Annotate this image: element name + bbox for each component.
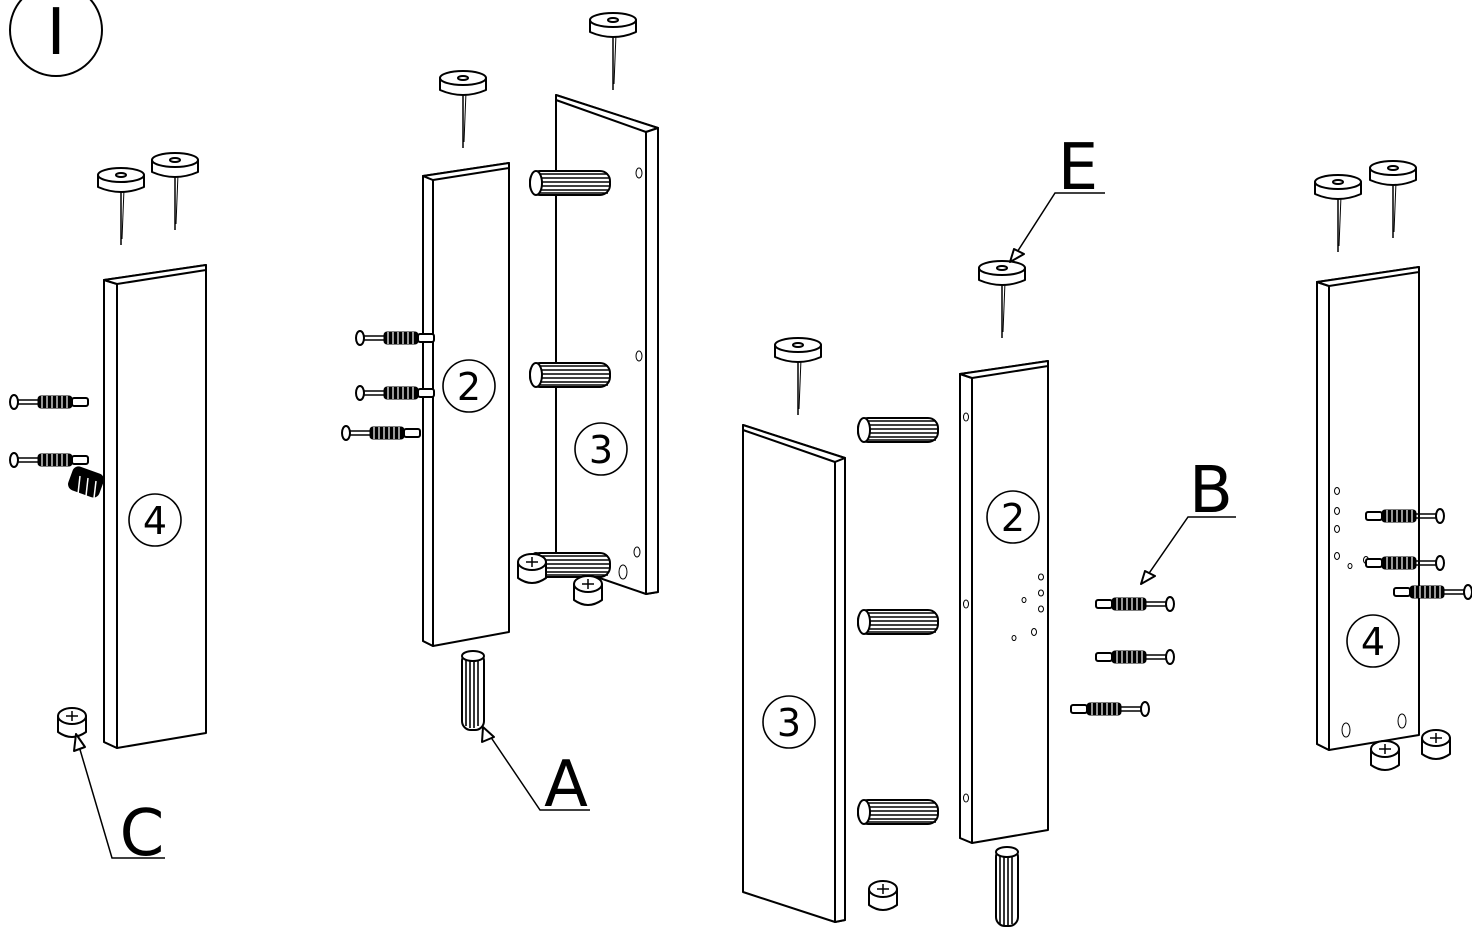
part-label-e: E [1058,131,1098,205]
cam-lock [1421,729,1451,760]
right-side-panel [1316,266,1420,751]
panel-number: 3 [589,428,613,472]
right-side-panel-group: 4 [1314,160,1472,771]
cam-bolt [341,425,421,441]
label-a: A [481,726,590,822]
step-circle [9,0,103,77]
part-label-c: C [120,797,165,871]
cam-bolt [355,330,435,346]
dowel [857,799,939,825]
cam-bolt [9,394,89,410]
rear-panel-right-group: E 2 [959,131,1236,927]
left-side-panel-group: 4 C [9,152,207,871]
cam-bolt [1365,508,1445,524]
front-panel-left [555,94,659,595]
cam-bolt [1365,555,1445,571]
cam-bolt [1070,701,1150,717]
cam-bolt [1095,596,1175,612]
dowel-vertical [461,650,485,731]
part-label-a: A [544,748,588,822]
panel-number: 4 [1361,620,1385,664]
panel-number-circle [574,422,628,476]
cam-lock [517,553,547,584]
step-marker: I [9,0,103,77]
felt-glide [97,167,145,246]
step-label: I [47,0,66,70]
panel-number-circle [128,493,182,547]
dowel [529,362,611,388]
felt-glide [774,337,822,416]
felt-glide [439,70,487,149]
part-label-b: B [1189,454,1233,528]
felt-glide [151,152,199,231]
cam-bolt [1393,584,1472,600]
cam-lock [57,707,87,738]
front-panel-right [742,424,846,923]
label-b: B [1140,454,1236,585]
rear-panel-left-group: 2 A [341,70,590,822]
panel-number: 2 [1001,496,1025,540]
felt-glide [978,260,1026,339]
cam-bolt [1095,649,1175,665]
dowel [529,170,611,196]
front-panel-left-group: 3 [517,12,659,606]
panel-number-circle [762,695,816,749]
dowel [857,417,939,443]
label-c: C [73,733,165,871]
panel-number: 4 [143,499,167,543]
felt-glide [589,12,637,91]
cam-bolt [355,385,435,401]
cam-bolt [9,452,89,468]
felt-glide [1314,174,1362,253]
bolt-with-dowel [68,466,104,499]
cam-lock [573,575,603,606]
panel-number-circle [1346,614,1400,668]
panel-number: 2 [457,365,481,409]
rear-panel-right [959,360,1049,844]
label-e: E [1009,131,1105,263]
panel-number: 3 [777,701,801,745]
cam-lock [1370,740,1400,771]
panel-number-circle [986,490,1040,544]
cam-lock [868,880,898,911]
panel-number-circle [442,359,496,413]
dowel-vertical [995,846,1019,927]
dowel [857,609,939,635]
front-panel-right-group: 3 [742,337,939,923]
felt-glide [1369,160,1417,239]
